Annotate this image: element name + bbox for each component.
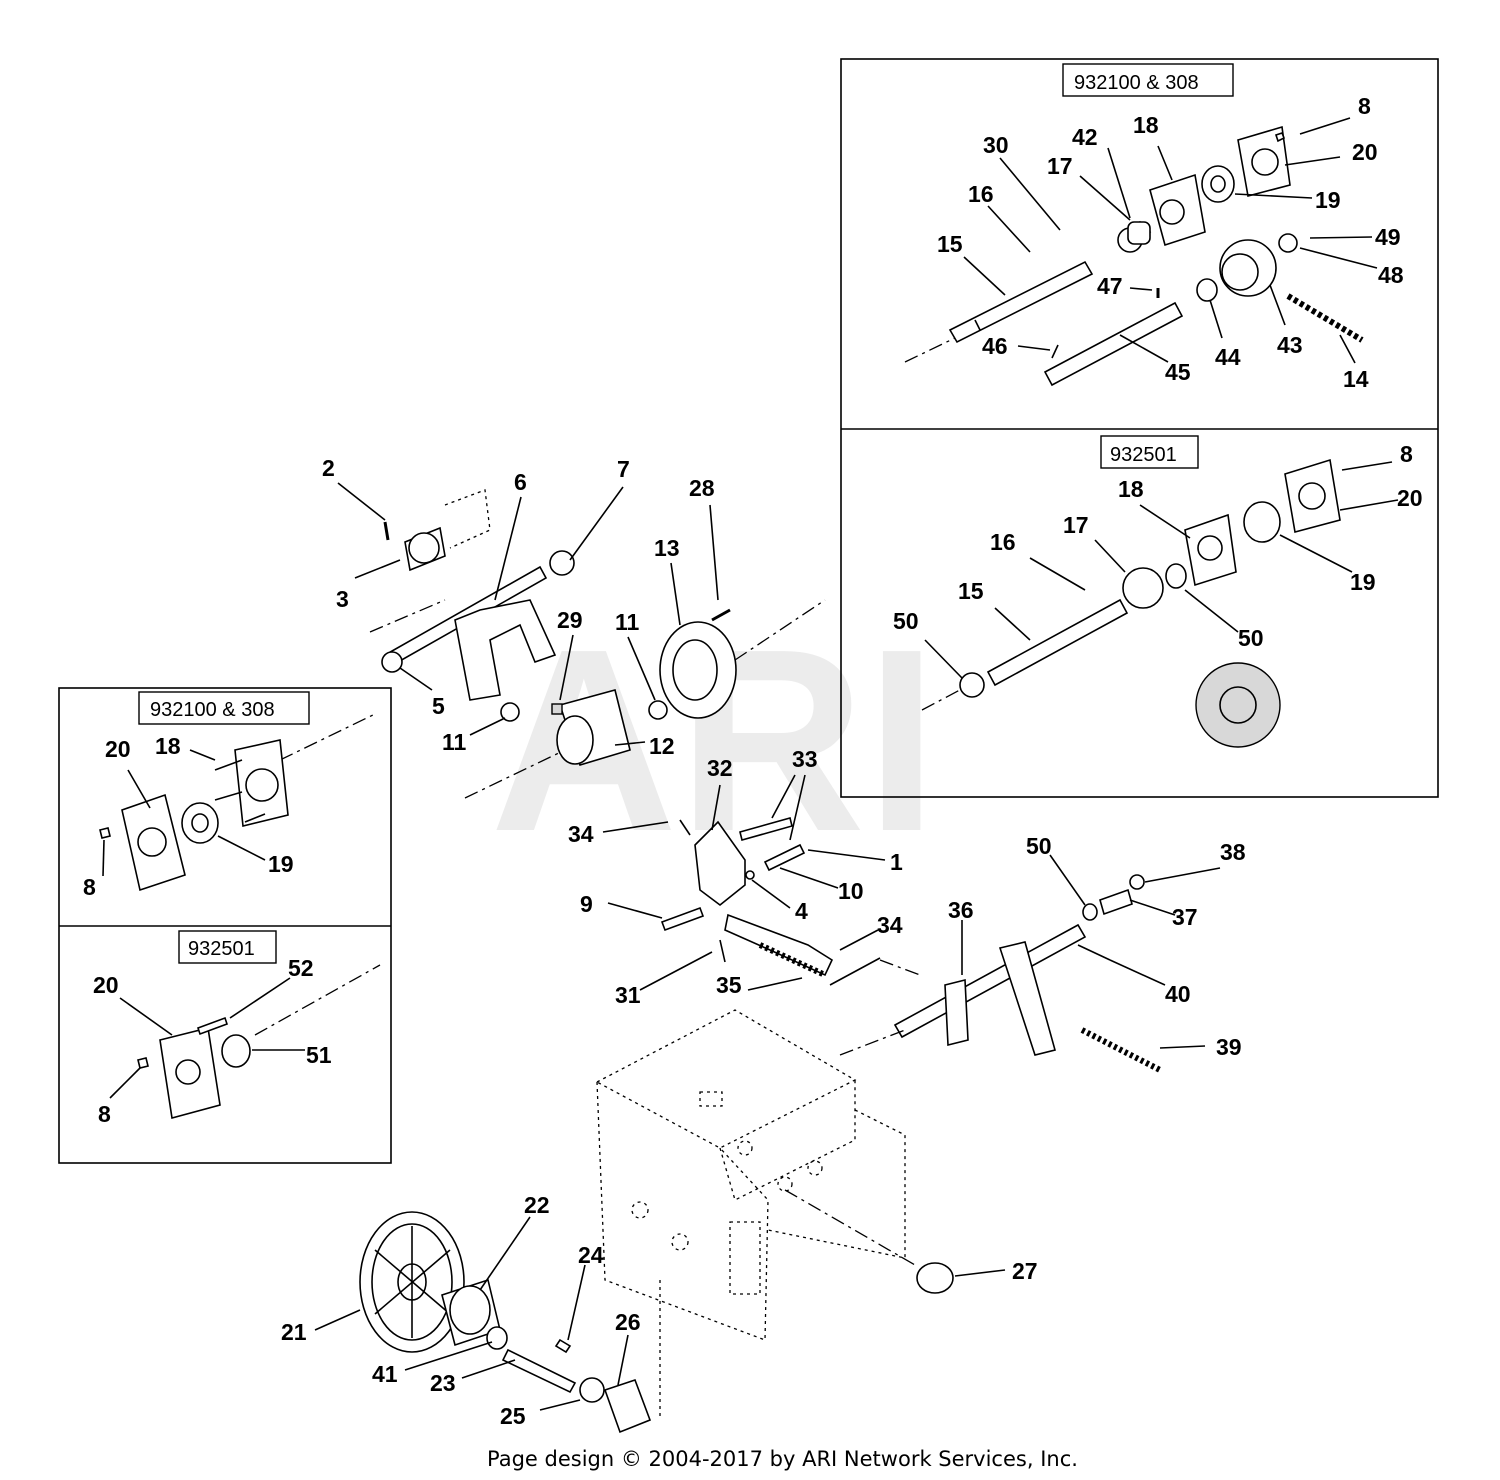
callout-29: 29 [557,607,583,633]
callout-39: 39 [1216,1034,1242,1060]
shaft-assembly-b [921,458,1341,748]
callout-21: 21 [281,1319,307,1345]
inset-label-frame-2 [1100,435,1199,469]
callout-16: 16 [968,181,994,207]
callout-8: 8 [98,1101,111,1127]
lever-assembly [839,874,1162,1073]
callout-26: 26 [615,1309,641,1335]
callout-5: 5 [432,693,445,719]
inset-label-frame [1062,63,1234,97]
callout-22: 22 [524,1192,550,1218]
callout-34: 34 [568,821,594,847]
callout-43: 43 [1277,332,1303,358]
callout-11: 11 [442,729,467,755]
callout-14: 14 [1343,366,1369,392]
callout-3: 3 [336,586,349,612]
copyright-footer: Page design © 2004-2017 by ARI Network S… [487,1447,1078,1471]
callout-7: 7 [617,456,630,482]
inset-label: 932100 & 308 [150,699,275,721]
callout-20: 20 [1352,139,1378,165]
main-assembly: 2 6 7 3 28 13 29 11 5 11 12 32 33 34 1 1… [281,455,1246,1434]
inset-label-2: 932501 [1110,444,1177,466]
callout-25: 25 [500,1403,526,1429]
callout-49: 49 [1375,224,1401,250]
callout-24: 24 [578,1242,604,1268]
callout-11: 11 [615,609,640,635]
callout-15: 15 [958,578,984,604]
drive-assembly [359,1189,954,1434]
callout-4: 4 [795,898,808,924]
callout-20: 20 [1397,485,1423,511]
callout-8: 8 [1358,93,1371,119]
leaders-b [924,461,1399,679]
callout-20: 20 [105,736,131,762]
bearing-flange-a [99,713,376,892]
inset-label-frame-2 [178,930,277,964]
frame-housing [595,1009,906,1420]
callout-52: 52 [288,955,314,981]
bearing-flange-b [109,964,381,1120]
callout-31: 31 [615,982,641,1008]
callout-40: 40 [1165,981,1191,1007]
inset-box-left: 932100 & 308 932501 [58,687,392,1164]
bracket-assembly [660,817,921,986]
callout-30: 30 [983,132,1009,158]
callout-19: 19 [268,851,294,877]
callout-10: 10 [838,878,864,904]
callout-35: 35 [716,972,742,998]
callout-45: 45 [1165,359,1191,385]
callout-36: 36 [948,897,974,923]
callout-17: 17 [1047,153,1073,179]
callout-6: 6 [514,469,527,495]
inset-label-2: 932501 [188,938,255,960]
callout-50: 50 [1026,833,1052,859]
callout-23: 23 [430,1370,456,1396]
callout-33: 33 [792,746,818,772]
callout-18: 18 [1118,476,1144,502]
callout-47: 47 [1097,273,1123,299]
callout-28: 28 [689,475,715,501]
callout-1: 1 [890,849,903,875]
callout-18: 18 [1133,112,1159,138]
shaft-assembly-a [904,125,1364,387]
callout-20: 20 [93,972,119,998]
callout-42: 42 [1072,124,1098,150]
callout-17: 17 [1063,512,1089,538]
callout-12: 12 [649,733,675,759]
shift-shaft-assembly [369,489,826,799]
callout-34: 34 [877,912,903,938]
callout-27: 27 [1012,1258,1038,1284]
callout-8: 8 [83,874,96,900]
callout-18: 18 [155,733,181,759]
inset-label: 932100 & 308 [1074,72,1199,94]
callout-38: 38 [1220,839,1246,865]
callout-13: 13 [654,535,680,561]
callout-2: 2 [322,455,335,481]
callout-19: 19 [1315,187,1341,213]
callout-41: 41 [372,1361,398,1387]
callout-50: 50 [1238,625,1264,651]
callout-37: 37 [1172,904,1198,930]
callout-32: 32 [707,755,733,781]
callout-48: 48 [1378,262,1404,288]
callout-19: 19 [1350,569,1376,595]
callout-8: 8 [1400,441,1413,467]
callout-44: 44 [1215,344,1241,370]
callout-46: 46 [982,333,1008,359]
inset-box-top-right: 932100 & 308 932501 [840,58,1439,798]
callout-16: 16 [990,529,1016,555]
leaders-main [314,482,1221,1411]
inset-label-frame [138,691,310,725]
callout-50: 50 [893,608,919,634]
callout-9: 9 [580,891,593,917]
callout-51: 51 [306,1042,332,1068]
callout-15: 15 [937,231,963,257]
leaders-a [963,117,1378,364]
